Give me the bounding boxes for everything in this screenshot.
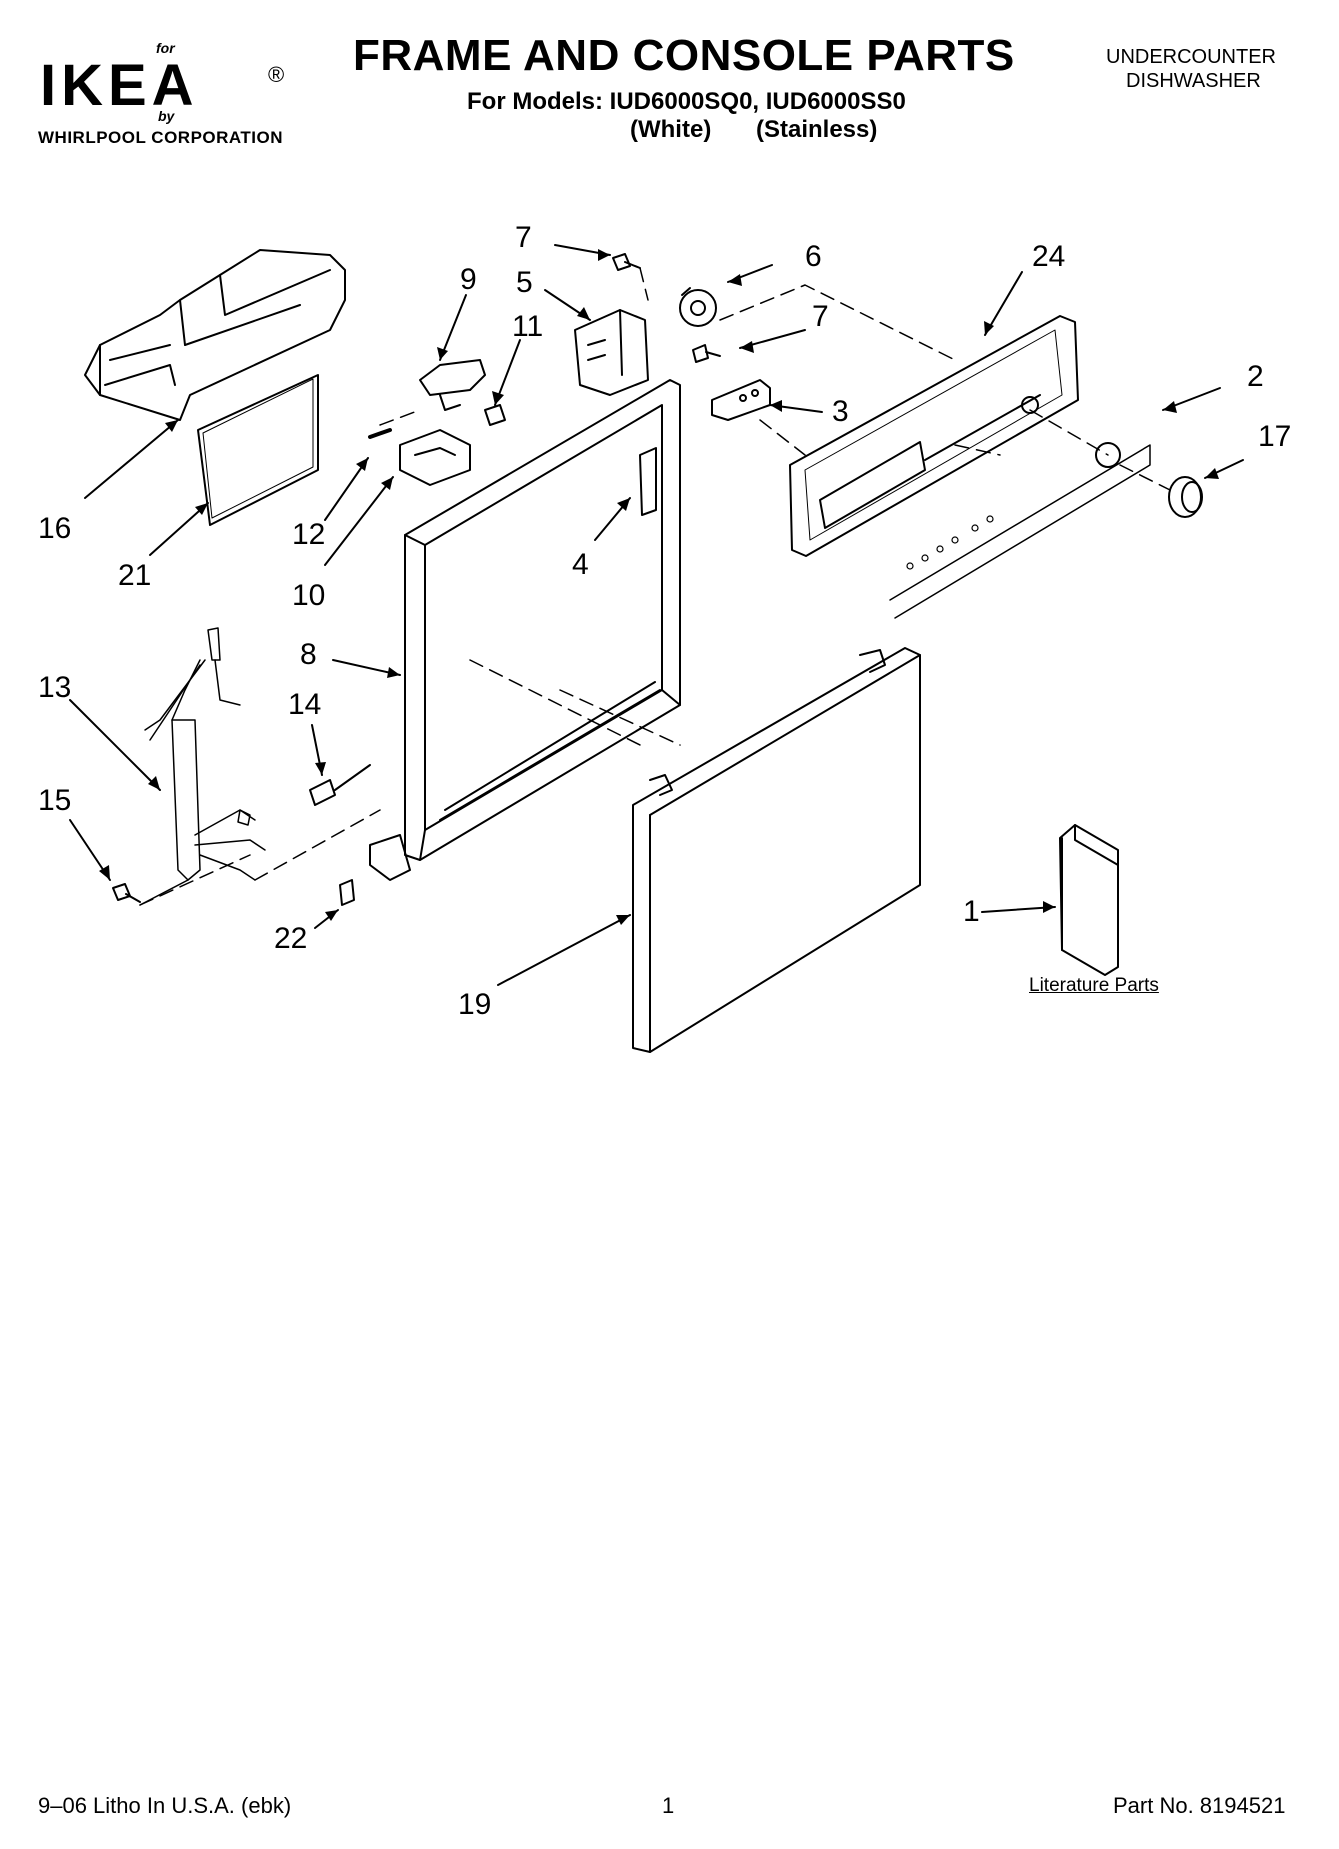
part-17-knob xyxy=(1168,476,1203,518)
callout-7-top: 7 xyxy=(515,221,532,254)
literature-parts-label: Literature Parts xyxy=(1029,975,1159,996)
part-9-switch xyxy=(419,359,486,411)
callout-16: 16 xyxy=(38,512,72,545)
part-13-harness xyxy=(139,627,266,906)
part-11-switch xyxy=(484,404,506,426)
callout-21: 21 xyxy=(118,559,152,592)
variant-stainless: (Stainless) xyxy=(756,116,878,143)
part-15-screw xyxy=(112,883,141,903)
brand-for-text: for xyxy=(156,40,175,56)
callout-1: 1 xyxy=(963,895,980,928)
part-4-clip xyxy=(639,447,657,516)
part-21-sheet xyxy=(197,374,319,526)
part-19-door-panel xyxy=(632,647,921,1053)
callout-8: 8 xyxy=(300,638,317,671)
corporation-name: WHIRLPOOL CORPORATION xyxy=(38,128,284,147)
callout-17: 17 xyxy=(1258,420,1292,453)
callout-6: 6 xyxy=(805,240,822,273)
callout-3: 3 xyxy=(832,395,849,428)
callout-22: 22 xyxy=(274,922,308,955)
page-title: FRAME AND CONSOLE PARTS xyxy=(353,31,1015,80)
product-type-line1: UNDERCOUNTER xyxy=(1106,46,1276,68)
callout-13: 13 xyxy=(38,671,72,704)
part-5-latch xyxy=(574,309,649,396)
part-12-pin xyxy=(368,428,392,439)
arrowheads xyxy=(99,249,1219,925)
product-type-line2: DISHWASHER xyxy=(1126,70,1261,92)
callout-24: 24 xyxy=(1032,240,1066,273)
part-2-overlay xyxy=(889,442,1151,619)
callout-2: 2 xyxy=(1247,360,1264,393)
assembly-lines xyxy=(139,267,1171,906)
part-16-housing xyxy=(84,249,346,421)
part-7-screw-mid xyxy=(692,344,721,363)
page-number: 1 xyxy=(662,1793,675,1818)
part-14-sensor xyxy=(309,764,371,806)
callout-7-mid: 7 xyxy=(812,300,829,333)
callout-14: 14 xyxy=(288,688,322,721)
ikea-logo: IKEA xyxy=(40,53,199,118)
part-24-console xyxy=(789,315,1079,557)
callout-15: 15 xyxy=(38,784,72,817)
part-6-cam xyxy=(679,287,717,327)
part-number: Part No. 8194521 xyxy=(1113,1793,1286,1818)
callout-4: 4 xyxy=(572,548,589,581)
callout-5: 5 xyxy=(516,266,533,299)
part-3-bracket xyxy=(711,379,771,421)
print-info: 9–06 Litho In U.S.A. (ebk) xyxy=(38,1793,292,1818)
part-22-clip xyxy=(339,879,355,906)
registered-mark: ® xyxy=(268,62,285,87)
part-10-bracket xyxy=(399,429,471,486)
callout-19: 19 xyxy=(458,988,492,1021)
brand-by-text: by xyxy=(158,108,175,124)
part-8-frame xyxy=(369,379,681,881)
leader-arrows xyxy=(69,244,1244,986)
callout-12: 12 xyxy=(292,518,326,551)
part-1-literature xyxy=(1059,824,1119,976)
callout-11: 11 xyxy=(512,310,544,343)
variant-white: (White) xyxy=(630,116,712,143)
callout-9: 9 xyxy=(460,263,477,296)
models-line: For Models: IUD6000SQ0, IUD6000SS0 xyxy=(467,88,906,115)
part-7-screw-top xyxy=(612,253,641,271)
callout-10: 10 xyxy=(292,579,326,612)
